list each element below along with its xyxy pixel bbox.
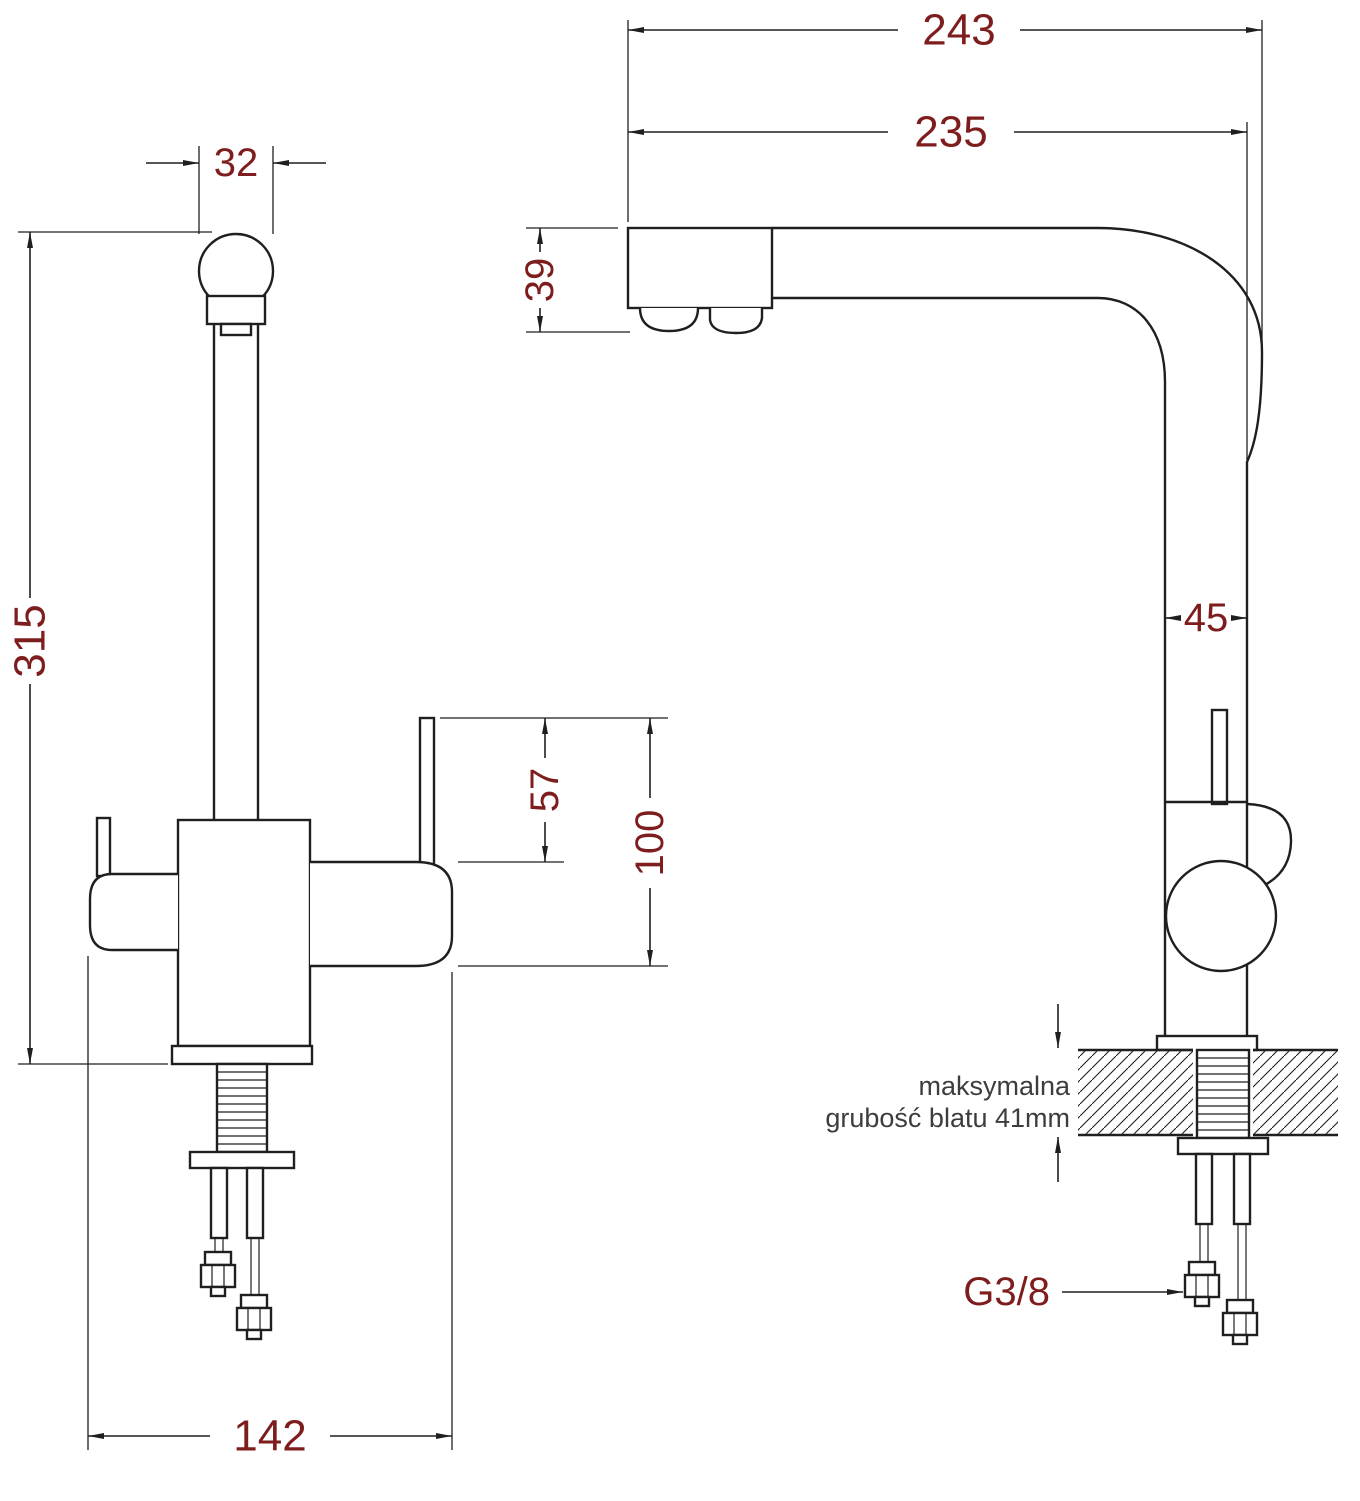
dim-315-label: 315 <box>6 604 55 677</box>
side-supply-hoses <box>1183 1152 1259 1346</box>
side-fitting-left-tip <box>1193 1295 1211 1308</box>
dimension-32: 32 <box>146 141 326 234</box>
side-stem-threads <box>1197 1057 1249 1131</box>
slab-hatch-right <box>1251 1050 1338 1135</box>
side-lever-base <box>1246 802 1293 891</box>
side-hose-tube-left <box>1194 1152 1214 1226</box>
side-column-outer-edge <box>1097 226 1264 1036</box>
side-view <box>626 226 1338 1346</box>
front-fitting-right-tip <box>245 1328 263 1341</box>
side-outlet-bump <box>638 307 700 333</box>
front-spout-outlet <box>205 294 267 326</box>
drawing-root: 243 235 39 45 32 <box>6 6 1338 1461</box>
thread-size-label: G3/8 <box>963 1270 1050 1314</box>
front-fitting-right-nut <box>235 1306 273 1332</box>
countertop-slab <box>1078 1048 1338 1137</box>
note-line2: grubość blatu 41mm <box>825 1103 1070 1133</box>
dim-39-label: 39 <box>518 258 562 303</box>
front-fitting-left-nut <box>199 1263 237 1289</box>
side-mounting-nut <box>1176 1136 1270 1156</box>
dimension-39: 39 <box>518 227 630 333</box>
countertop-thickness-note: maksymalna grubość blatu 41mm <box>825 1004 1071 1182</box>
thread-size-callout: G3/8 <box>963 1270 1183 1314</box>
side-fitting-left-collar <box>1187 1260 1217 1277</box>
slab-hatch-left <box>1078 1050 1195 1135</box>
front-fitting-left-collar <box>203 1250 233 1267</box>
dim-32-label: 32 <box>214 141 259 185</box>
dimension-57: 57 <box>440 717 668 863</box>
side-column-inner-edge <box>1097 296 1167 1036</box>
note-line1: maksymalna <box>918 1071 1071 1101</box>
dimension-45: 45 <box>1165 596 1247 640</box>
side-aerator <box>708 308 764 335</box>
side-fitting-right-collar <box>1225 1298 1255 1315</box>
dim-57-label: 57 <box>523 768 567 813</box>
dim-100-label: 100 <box>628 810 672 877</box>
dim-45-label: 45 <box>1184 596 1229 640</box>
side-lever-stick <box>1210 708 1229 806</box>
front-left-lever-stick <box>95 816 112 878</box>
front-left-lever-base <box>88 872 178 952</box>
front-base-plate <box>170 1044 314 1066</box>
side-valve-housing <box>1164 859 1278 973</box>
front-right-lever-stick <box>418 716 436 866</box>
front-threaded-stem <box>215 1062 269 1154</box>
front-mounting-nut <box>188 1150 296 1170</box>
front-stem-threads <box>217 1071 267 1145</box>
dimension-142: 142 <box>87 956 453 1461</box>
front-supply-hoses <box>199 1166 273 1341</box>
side-hose-tube-right <box>1232 1152 1252 1226</box>
front-hose-tube-right <box>245 1166 265 1240</box>
front-right-lever-base <box>310 860 454 968</box>
side-fitting-left-nut <box>1183 1273 1221 1299</box>
front-fitting-right-collar <box>239 1293 269 1310</box>
front-aerator <box>219 322 253 337</box>
front-hose-tube-left <box>209 1166 229 1240</box>
dimension-235: 235 <box>628 108 1248 460</box>
dim-235-label: 235 <box>914 108 987 157</box>
side-fitting-right-nut <box>1221 1311 1259 1337</box>
dim-243-label: 243 <box>922 6 995 55</box>
dimension-243: 243 <box>627 6 1263 346</box>
dim-142-label: 142 <box>233 1412 306 1461</box>
dimension-100: 100 <box>458 718 672 967</box>
front-fitting-left-tip <box>209 1285 227 1298</box>
side-spout-head <box>626 226 774 310</box>
front-view <box>88 232 454 1341</box>
front-body <box>176 818 312 1048</box>
dimension-315: 315 <box>6 231 212 1065</box>
side-threaded-stem <box>1195 1048 1251 1140</box>
side-fitting-right-tip <box>1231 1333 1249 1346</box>
